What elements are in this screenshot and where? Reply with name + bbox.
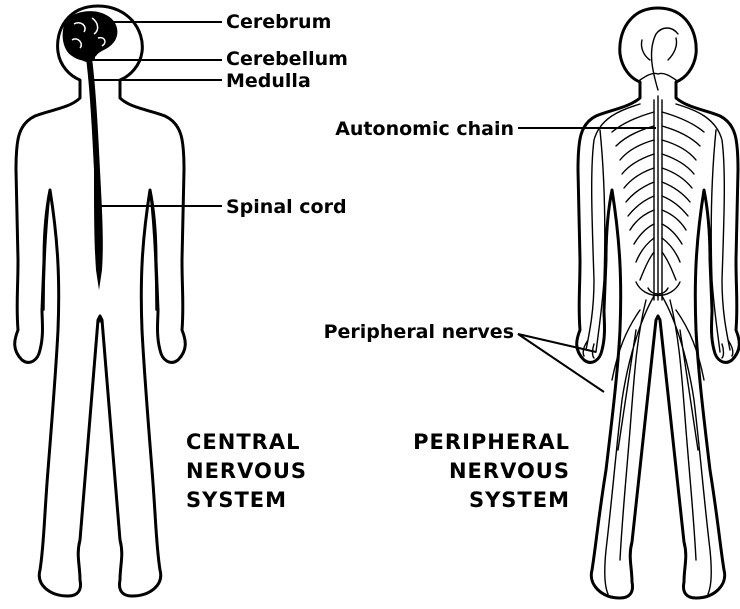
peripheral-nerves-label: Peripheral nerves — [324, 323, 514, 342]
right-arm-nerves — [676, 104, 733, 358]
central-title-line-3: SYSTEM — [186, 486, 307, 515]
cerebrum-shape — [63, 11, 118, 60]
medulla-label: Medulla — [226, 72, 311, 91]
central-body-outline — [15, 6, 186, 596]
spinal-cord-label: Spinal cord — [226, 198, 347, 217]
peripheral-nervous-system-title: PERIPHERAL NERVOUS SYSTEM — [413, 428, 570, 515]
peripheral-title-line-2: NERVOUS — [413, 457, 570, 486]
peripheral-title-line-3: SYSTEM — [413, 486, 570, 515]
cerebellum-label: Cerebellum — [226, 50, 348, 69]
central-title-line-1: CENTRAL — [186, 428, 307, 457]
central-nervous-system-title: CENTRAL NERVOUS SYSTEM — [186, 428, 307, 515]
head-nerves — [640, 28, 678, 90]
spinal-cord-shape — [86, 58, 103, 290]
cerebrum-label: Cerebrum — [226, 13, 331, 32]
left-arm-nerves — [583, 104, 640, 358]
peripheral-title-line-1: PERIPHERAL — [413, 428, 570, 457]
central-title-line-2: NERVOUS — [186, 457, 307, 486]
autonomic-chain-label: Autonomic chain — [335, 120, 514, 139]
